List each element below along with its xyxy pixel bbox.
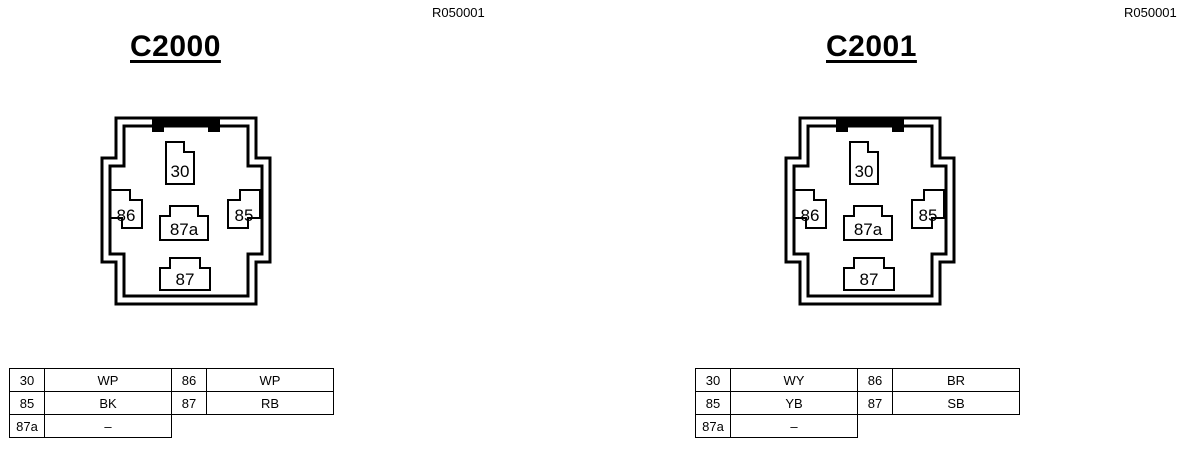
terminal-30 <box>849 141 879 185</box>
wire-color-cell: – <box>44 414 172 438</box>
table-row: 85 YB 87 SB <box>695 391 1020 415</box>
pin-number-cell: 87a <box>695 414 731 438</box>
terminal-87a <box>159 205 209 241</box>
terminal-86 <box>109 189 143 229</box>
wire-color-cell: – <box>730 414 858 438</box>
pin-label-85: 85 <box>919 206 938 225</box>
reference-code: R050001 <box>432 5 485 20</box>
pin-label-87: 87 <box>860 270 879 289</box>
wire-color-cell: BR <box>892 368 1020 392</box>
relay-connector-face: 30 86 85 87a 87 <box>96 112 276 308</box>
terminal-85 <box>227 189 261 229</box>
empty-cell <box>893 415 1020 438</box>
connector-title: C2000 <box>130 30 221 63</box>
wire-color-cell: SB <box>892 391 1020 415</box>
relay-connector-face: 30 86 85 87a 87 <box>780 112 960 308</box>
pin-number-cell: 87 <box>857 391 893 415</box>
wire-color-cell: RB <box>206 391 334 415</box>
pin-number-cell: 86 <box>171 368 207 392</box>
wire-color-cell: WP <box>206 368 334 392</box>
pin-label-87a: 87a <box>854 220 883 239</box>
empty-cell <box>172 415 207 438</box>
pin-label-85: 85 <box>235 206 254 225</box>
pin-number-cell: 85 <box>695 391 731 415</box>
terminal-87a <box>843 205 893 241</box>
terminal-85 <box>911 189 945 229</box>
terminal-87 <box>843 257 895 291</box>
pin-label-30: 30 <box>855 162 874 181</box>
wire-color-cell: WP <box>44 368 172 392</box>
table-row: 87a – <box>9 414 334 438</box>
pin-number-cell: 86 <box>857 368 893 392</box>
pin-number-cell: 87 <box>171 391 207 415</box>
pin-label-86: 86 <box>117 206 136 225</box>
empty-cell <box>207 415 334 438</box>
pin-number-cell: 87a <box>9 414 45 438</box>
connector-drawing: 30 86 85 87a 87 <box>100 116 272 306</box>
connector-drawing: 30 86 85 87a 87 <box>784 116 956 306</box>
terminal-87 <box>159 257 211 291</box>
terminal-86 <box>793 189 827 229</box>
pin-number-cell: 30 <box>9 368 45 392</box>
wire-color-cell: BK <box>44 391 172 415</box>
pin-label-87a: 87a <box>170 220 199 239</box>
pinout-table: 30 WY 86 BR 85 YB 87 SB 87a – <box>695 368 1020 438</box>
table-row: 30 WP 86 WP <box>9 368 334 392</box>
wire-color-cell: YB <box>730 391 858 415</box>
pin-number-cell: 85 <box>9 391 45 415</box>
pin-label-86: 86 <box>801 206 820 225</box>
pin-number-cell: 30 <box>695 368 731 392</box>
pin-label-30: 30 <box>171 162 190 181</box>
terminal-30 <box>165 141 195 185</box>
connector-title: C2001 <box>826 30 917 63</box>
pinout-table: 30 WP 86 WP 85 BK 87 RB 87a – <box>9 368 334 438</box>
table-row: 87a – <box>695 414 1020 438</box>
pin-label-87: 87 <box>176 270 195 289</box>
table-row: 85 BK 87 RB <box>9 391 334 415</box>
reference-code: R050001 <box>1124 5 1177 20</box>
empty-cell <box>858 415 893 438</box>
wire-color-cell: WY <box>730 368 858 392</box>
table-row: 30 WY 86 BR <box>695 368 1020 392</box>
